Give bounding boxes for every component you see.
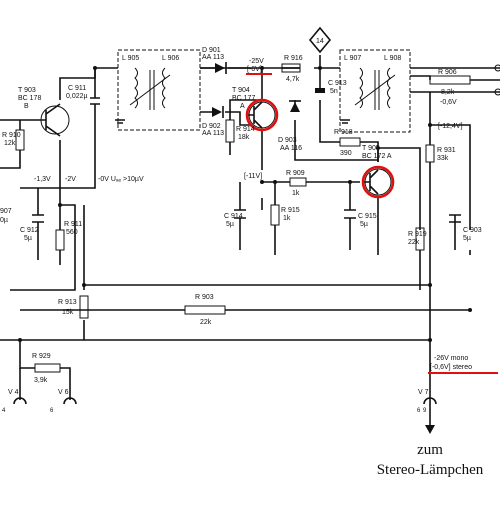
r919-ref: R 919 xyxy=(408,231,427,238)
c913-ref: C 913 xyxy=(328,80,347,87)
r911-ref: R 911 xyxy=(64,221,82,228)
t904-ref: T 904 xyxy=(232,87,250,94)
caption-line-2: Stereo-Lämpchen xyxy=(377,462,484,478)
pin-4-num: 4 xyxy=(2,408,6,414)
node-marker-diamond: 14 xyxy=(308,26,332,54)
r903-ref: R 903 xyxy=(195,294,214,301)
r919-value: 22k xyxy=(408,239,420,246)
c911-ref: C 911 xyxy=(68,85,86,92)
l905-label: L 905 xyxy=(122,55,139,62)
t905-base-voltage: [-11V] xyxy=(244,173,262,180)
capacitor-symbols xyxy=(32,88,461,223)
t905-ref: T 905 xyxy=(362,145,380,152)
pin-6-num-a: 6 xyxy=(50,408,54,414)
t903-collector-voltage: -2V xyxy=(65,176,76,183)
t903-emitter-voltage: -1,3V xyxy=(34,176,51,183)
coil-symbols xyxy=(129,67,396,110)
rail-right-bracket: [-12,4V] xyxy=(438,123,463,130)
r911-value: 560 xyxy=(66,229,78,236)
d901-type: AA 113 xyxy=(202,54,224,61)
r929-ref: R 929 xyxy=(32,353,51,360)
r931-ref: R 931 xyxy=(437,147,456,154)
r910-ref: R 910 xyxy=(2,132,21,139)
r903-value: 22k xyxy=(200,319,212,326)
t903-type: BC 178 xyxy=(18,95,41,102)
red-annotations xyxy=(245,73,498,374)
l908-label: L 908 xyxy=(384,55,401,62)
r914-value: 18k xyxy=(238,134,250,141)
c903-value: 5µ xyxy=(463,235,471,242)
r918-value: 390 xyxy=(340,150,352,157)
stereo-voltage: [-0,6V] stereo xyxy=(430,364,472,371)
l906-label: L 906 xyxy=(162,55,179,62)
d903-type: AA 116 xyxy=(280,145,302,152)
r909-value: 1k xyxy=(292,190,300,197)
ground-symbols xyxy=(115,119,350,124)
t903-ref: T 903 xyxy=(18,87,36,94)
output-caption: zum Stereo-Lämpchen xyxy=(377,442,484,478)
transistor-symbols xyxy=(40,101,392,196)
r916-value: 4,7k xyxy=(286,76,300,83)
t904-type: BC 177 xyxy=(232,95,255,102)
pin-9-num: 9 xyxy=(423,408,427,414)
node-marker-label: 14 xyxy=(316,38,324,45)
mono-voltage: -26V mono xyxy=(434,355,468,362)
r914-ref: R 914 xyxy=(236,126,255,133)
r918-ref: R 918 xyxy=(334,129,353,136)
t904-emitter-bracket: [-6V] xyxy=(247,66,262,73)
r915-ref: R 915 xyxy=(281,207,300,214)
r910-value: 12k xyxy=(4,140,16,147)
c911-value: 0,022µ xyxy=(66,93,88,100)
terminal-symbols xyxy=(13,64,500,405)
c914-ref: C 914 xyxy=(224,213,243,220)
highlight-circle-t904 xyxy=(245,98,279,132)
c915-value: 5µ xyxy=(360,221,368,228)
pin-labels: V 4 V 6 V 7 4 6 6 9 907 0µ xyxy=(0,208,429,414)
d902-ref: D 902 xyxy=(202,123,221,130)
l907-label: L 907 xyxy=(344,55,361,62)
t905-type: BC 172 A xyxy=(362,153,392,160)
c913-value: 5n xyxy=(330,88,338,95)
pin-v7-label: V 7 xyxy=(418,389,429,396)
signal-condition-label: -0V Uₐₑ >10µV xyxy=(98,176,144,183)
junction-dots xyxy=(18,66,472,342)
t903-suffix: B xyxy=(24,103,29,110)
wiring xyxy=(0,49,500,434)
rail-right-voltage: -0,6V xyxy=(440,99,457,106)
r916-ref: R 916 xyxy=(284,55,303,62)
r909-ref: R 909 xyxy=(286,170,305,177)
partial-label-0u: 0µ xyxy=(0,217,8,224)
r913-value: 15k xyxy=(62,309,74,316)
r931-value: 33k xyxy=(437,155,449,162)
caption-line-1: zum xyxy=(417,442,443,458)
pin-v4-label: V 4 xyxy=(8,389,19,396)
t904-suffix: A xyxy=(240,103,245,110)
pin-6-num-b: 6 xyxy=(417,408,421,414)
c914-value: 5µ xyxy=(226,221,234,228)
r913-ref: R 913 xyxy=(58,299,77,306)
r915-value: 1k xyxy=(283,215,291,222)
r906-ref: R 906 xyxy=(438,69,457,76)
resistor-symbols xyxy=(15,63,471,373)
diode-symbols xyxy=(212,62,301,118)
highlight-circle-t905 xyxy=(361,165,395,199)
d903-ref: D 903 xyxy=(278,137,297,144)
partial-label-907: 907 xyxy=(0,208,12,215)
c915-ref: C 915 xyxy=(358,213,377,220)
d901-ref: D 901 xyxy=(202,47,221,54)
d902-type: AA 113 xyxy=(202,130,224,137)
c912-ref: C 912 xyxy=(20,227,39,234)
r906-value: 8,2k xyxy=(441,89,455,96)
c903-ref: C 903 xyxy=(463,227,482,234)
component-labels: T 903 BC 178 B T 904 BC 177 A T 905 BC 1… xyxy=(2,47,482,384)
pin-v6-label: V 6 xyxy=(58,389,69,396)
r929-value: 3,9k xyxy=(34,377,48,384)
c912-value: 5µ xyxy=(24,235,32,242)
t904-emitter-voltage: -25V xyxy=(249,58,264,65)
voltage-labels: -1,3V -2V -0V Uₐₑ >10µV -25V [-6V] [-11V… xyxy=(34,58,472,371)
